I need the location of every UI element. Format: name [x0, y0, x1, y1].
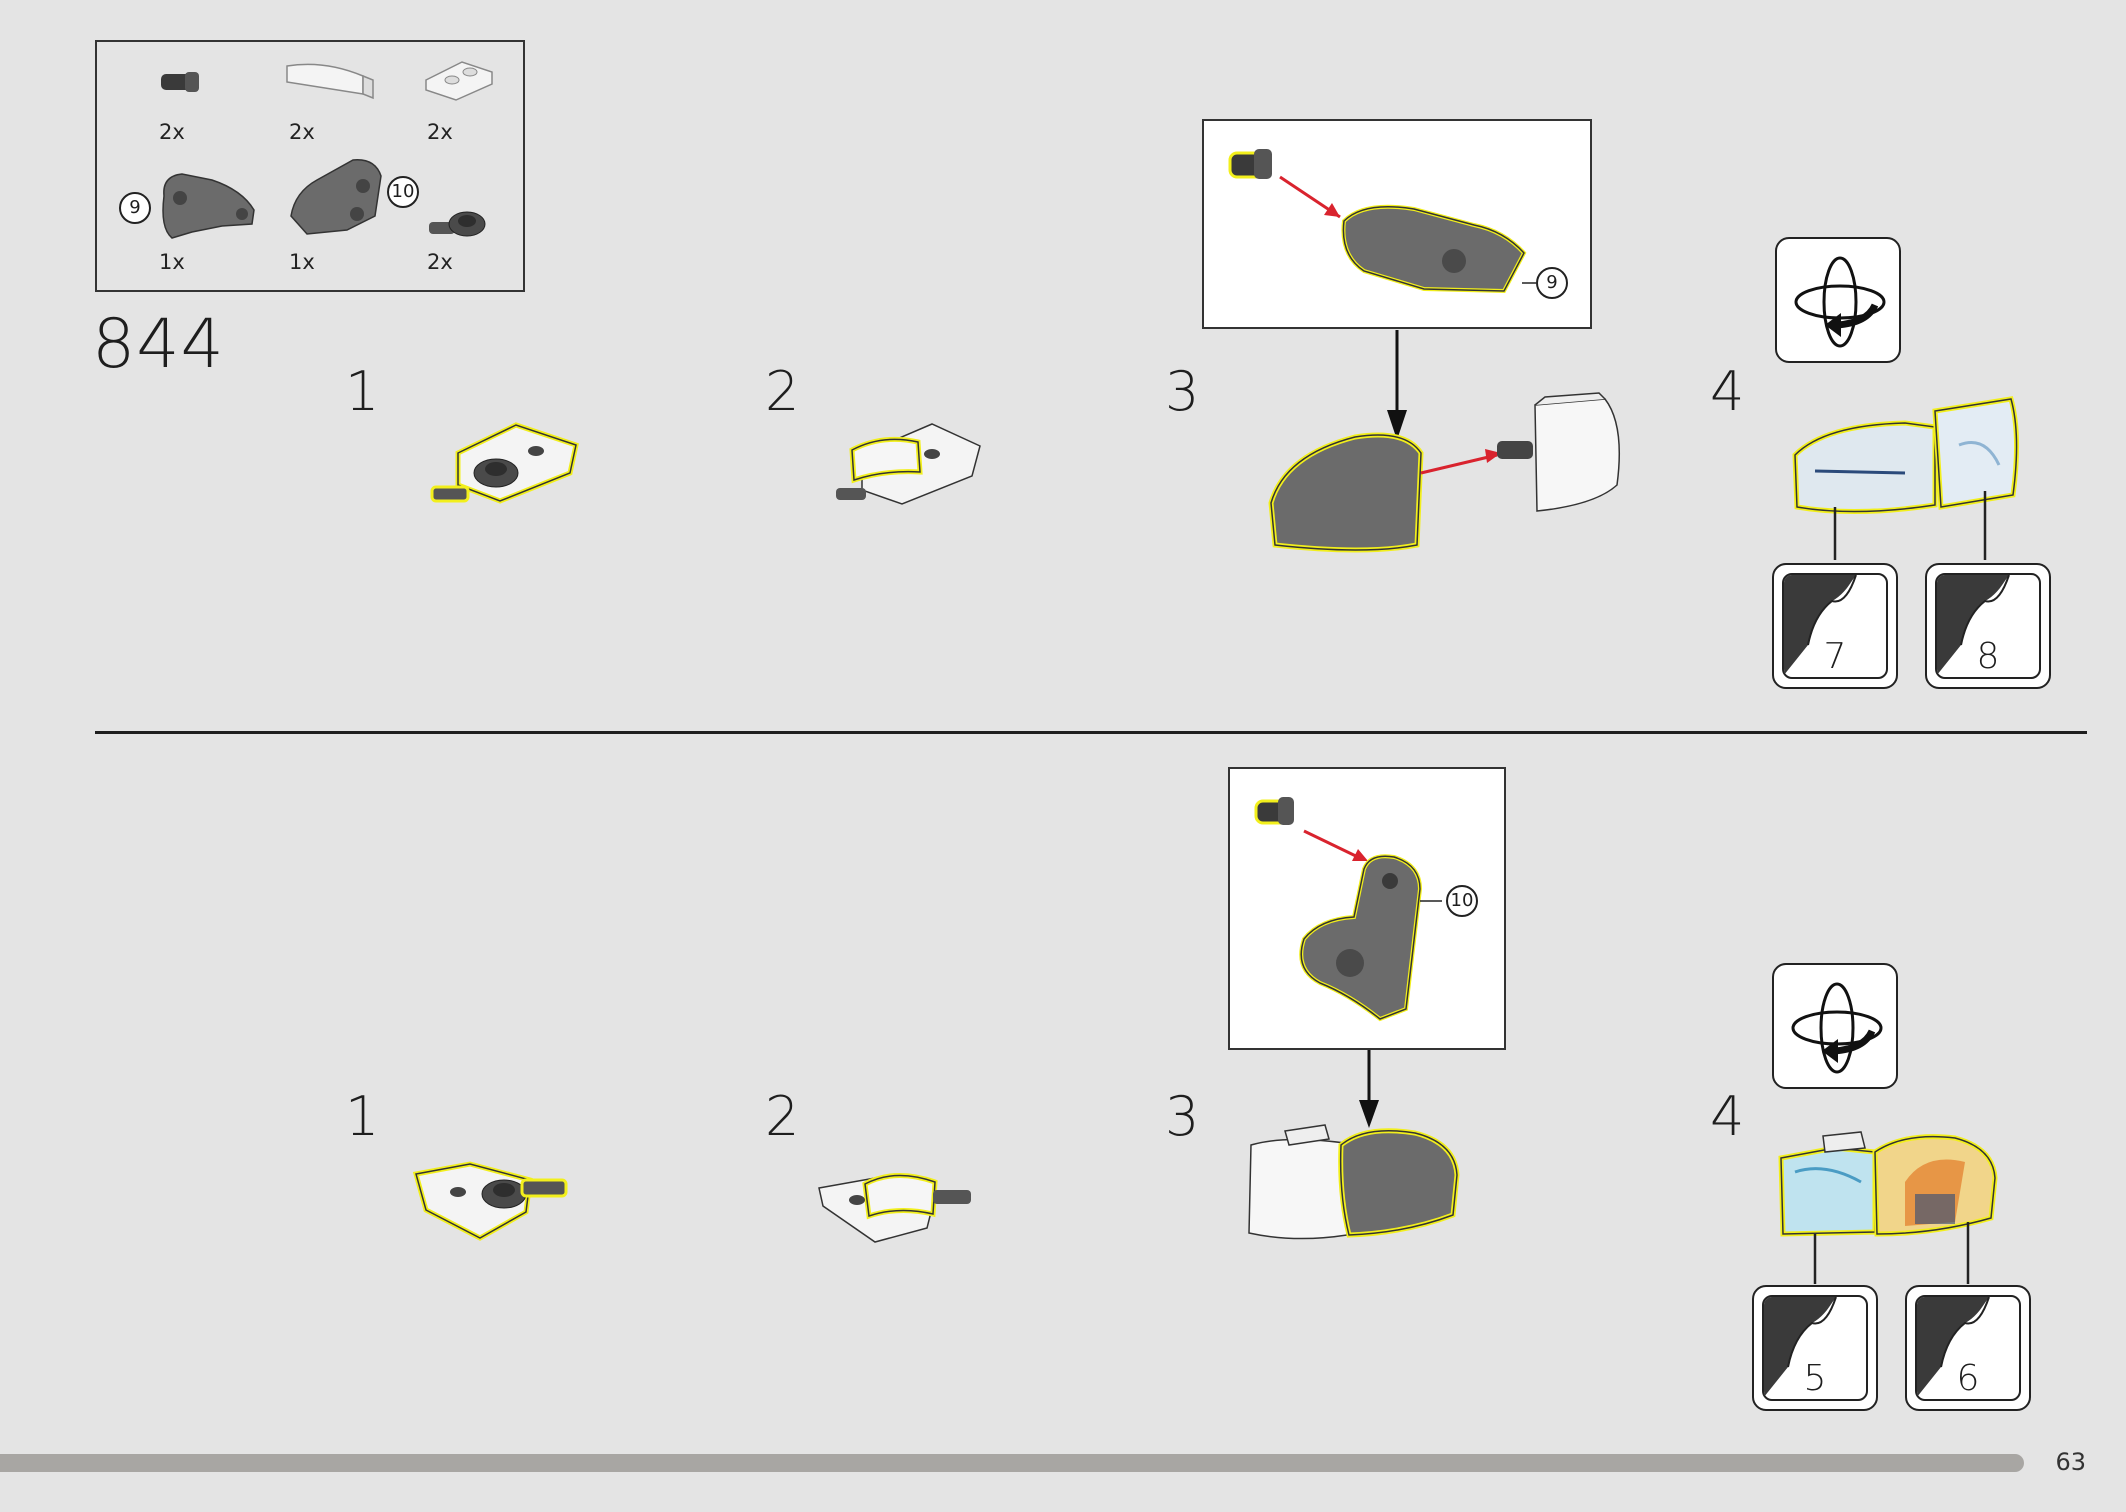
- sub-assembly-inset: 9: [1202, 119, 1592, 329]
- sticker-icon: [1764, 1297, 1837, 1397]
- step-number: 3: [1165, 360, 1200, 423]
- step-number: 3: [1165, 1085, 1200, 1148]
- parts-list-box: 2x 2x 2x 9 1x 10 1x 2x: [95, 40, 525, 292]
- bracket-part-10: [290, 159, 382, 235]
- step-number: 2: [765, 1085, 800, 1148]
- part-qty: 1x: [159, 250, 185, 274]
- sub-assembly-drawing: [1254, 797, 1442, 1022]
- step-2-assembly-bottom: [818, 1172, 971, 1243]
- part-callout: 10: [387, 176, 419, 208]
- sticker-number: 8: [1976, 636, 2000, 677]
- sticker-number: 7: [1823, 636, 1847, 677]
- progress-bar: [0, 1454, 2024, 1472]
- page-number: 63: [2055, 1448, 2086, 1476]
- part-qty: 2x: [289, 120, 315, 144]
- sticker-indicator: 5: [1752, 1285, 1878, 1411]
- section-divider: [95, 731, 2087, 734]
- connector-pin-part: [161, 72, 199, 92]
- sticker-icon: [1784, 575, 1857, 675]
- step-4-assembly-top: [1792, 396, 2020, 560]
- inset-callout: 9: [1536, 267, 1568, 299]
- round-plate-pin-part: [429, 211, 486, 237]
- step-number: 1: [345, 360, 380, 423]
- step-1-assembly-bottom: [412, 1161, 568, 1241]
- part-qty: 2x: [159, 120, 185, 144]
- step-3-assembly-bottom: [1248, 1124, 1460, 1240]
- sticker-indicator: 8: [1925, 563, 2051, 689]
- step-4-assembly-bottom: [1778, 1131, 1998, 1284]
- step-number: 2: [765, 360, 800, 423]
- part-qty: 2x: [427, 250, 453, 274]
- bracket-part-9: [162, 173, 255, 239]
- inverted-plate-part: [425, 61, 493, 101]
- rotate-model-indicator: [1775, 237, 1901, 363]
- part-qty: 2x: [427, 120, 453, 144]
- set-number: 844: [92, 305, 225, 384]
- step-3-assembly-top: [1268, 392, 1621, 553]
- step-number: 4: [1710, 1085, 1745, 1148]
- sub-assembly-inset: 10: [1228, 767, 1506, 1050]
- part-callout: 9: [119, 192, 151, 224]
- step-number: 4: [1710, 360, 1745, 423]
- step-2-assembly-top: [836, 423, 981, 505]
- step-number: 1: [345, 1085, 380, 1148]
- rotate-icon: [1791, 982, 1883, 1074]
- sticker-indicator: 7: [1772, 563, 1898, 689]
- down-arrow: [1359, 1050, 1379, 1128]
- part-qty: 1x: [289, 250, 315, 274]
- sticker-icon: [1937, 575, 2010, 675]
- sticker-icon: [1917, 1297, 1990, 1397]
- rotate-icon: [1794, 256, 1886, 348]
- sub-assembly-drawing: [1228, 149, 1536, 294]
- curved-slope-part: [286, 63, 374, 100]
- inset-callout: 10: [1446, 885, 1478, 917]
- down-arrow: [1387, 330, 1407, 440]
- rotate-model-indicator: [1772, 963, 1898, 1089]
- step-1-assembly-top: [430, 422, 579, 504]
- sticker-indicator: 6: [1905, 1285, 2031, 1411]
- sticker-number: 5: [1803, 1358, 1827, 1399]
- sticker-number: 6: [1956, 1358, 1980, 1399]
